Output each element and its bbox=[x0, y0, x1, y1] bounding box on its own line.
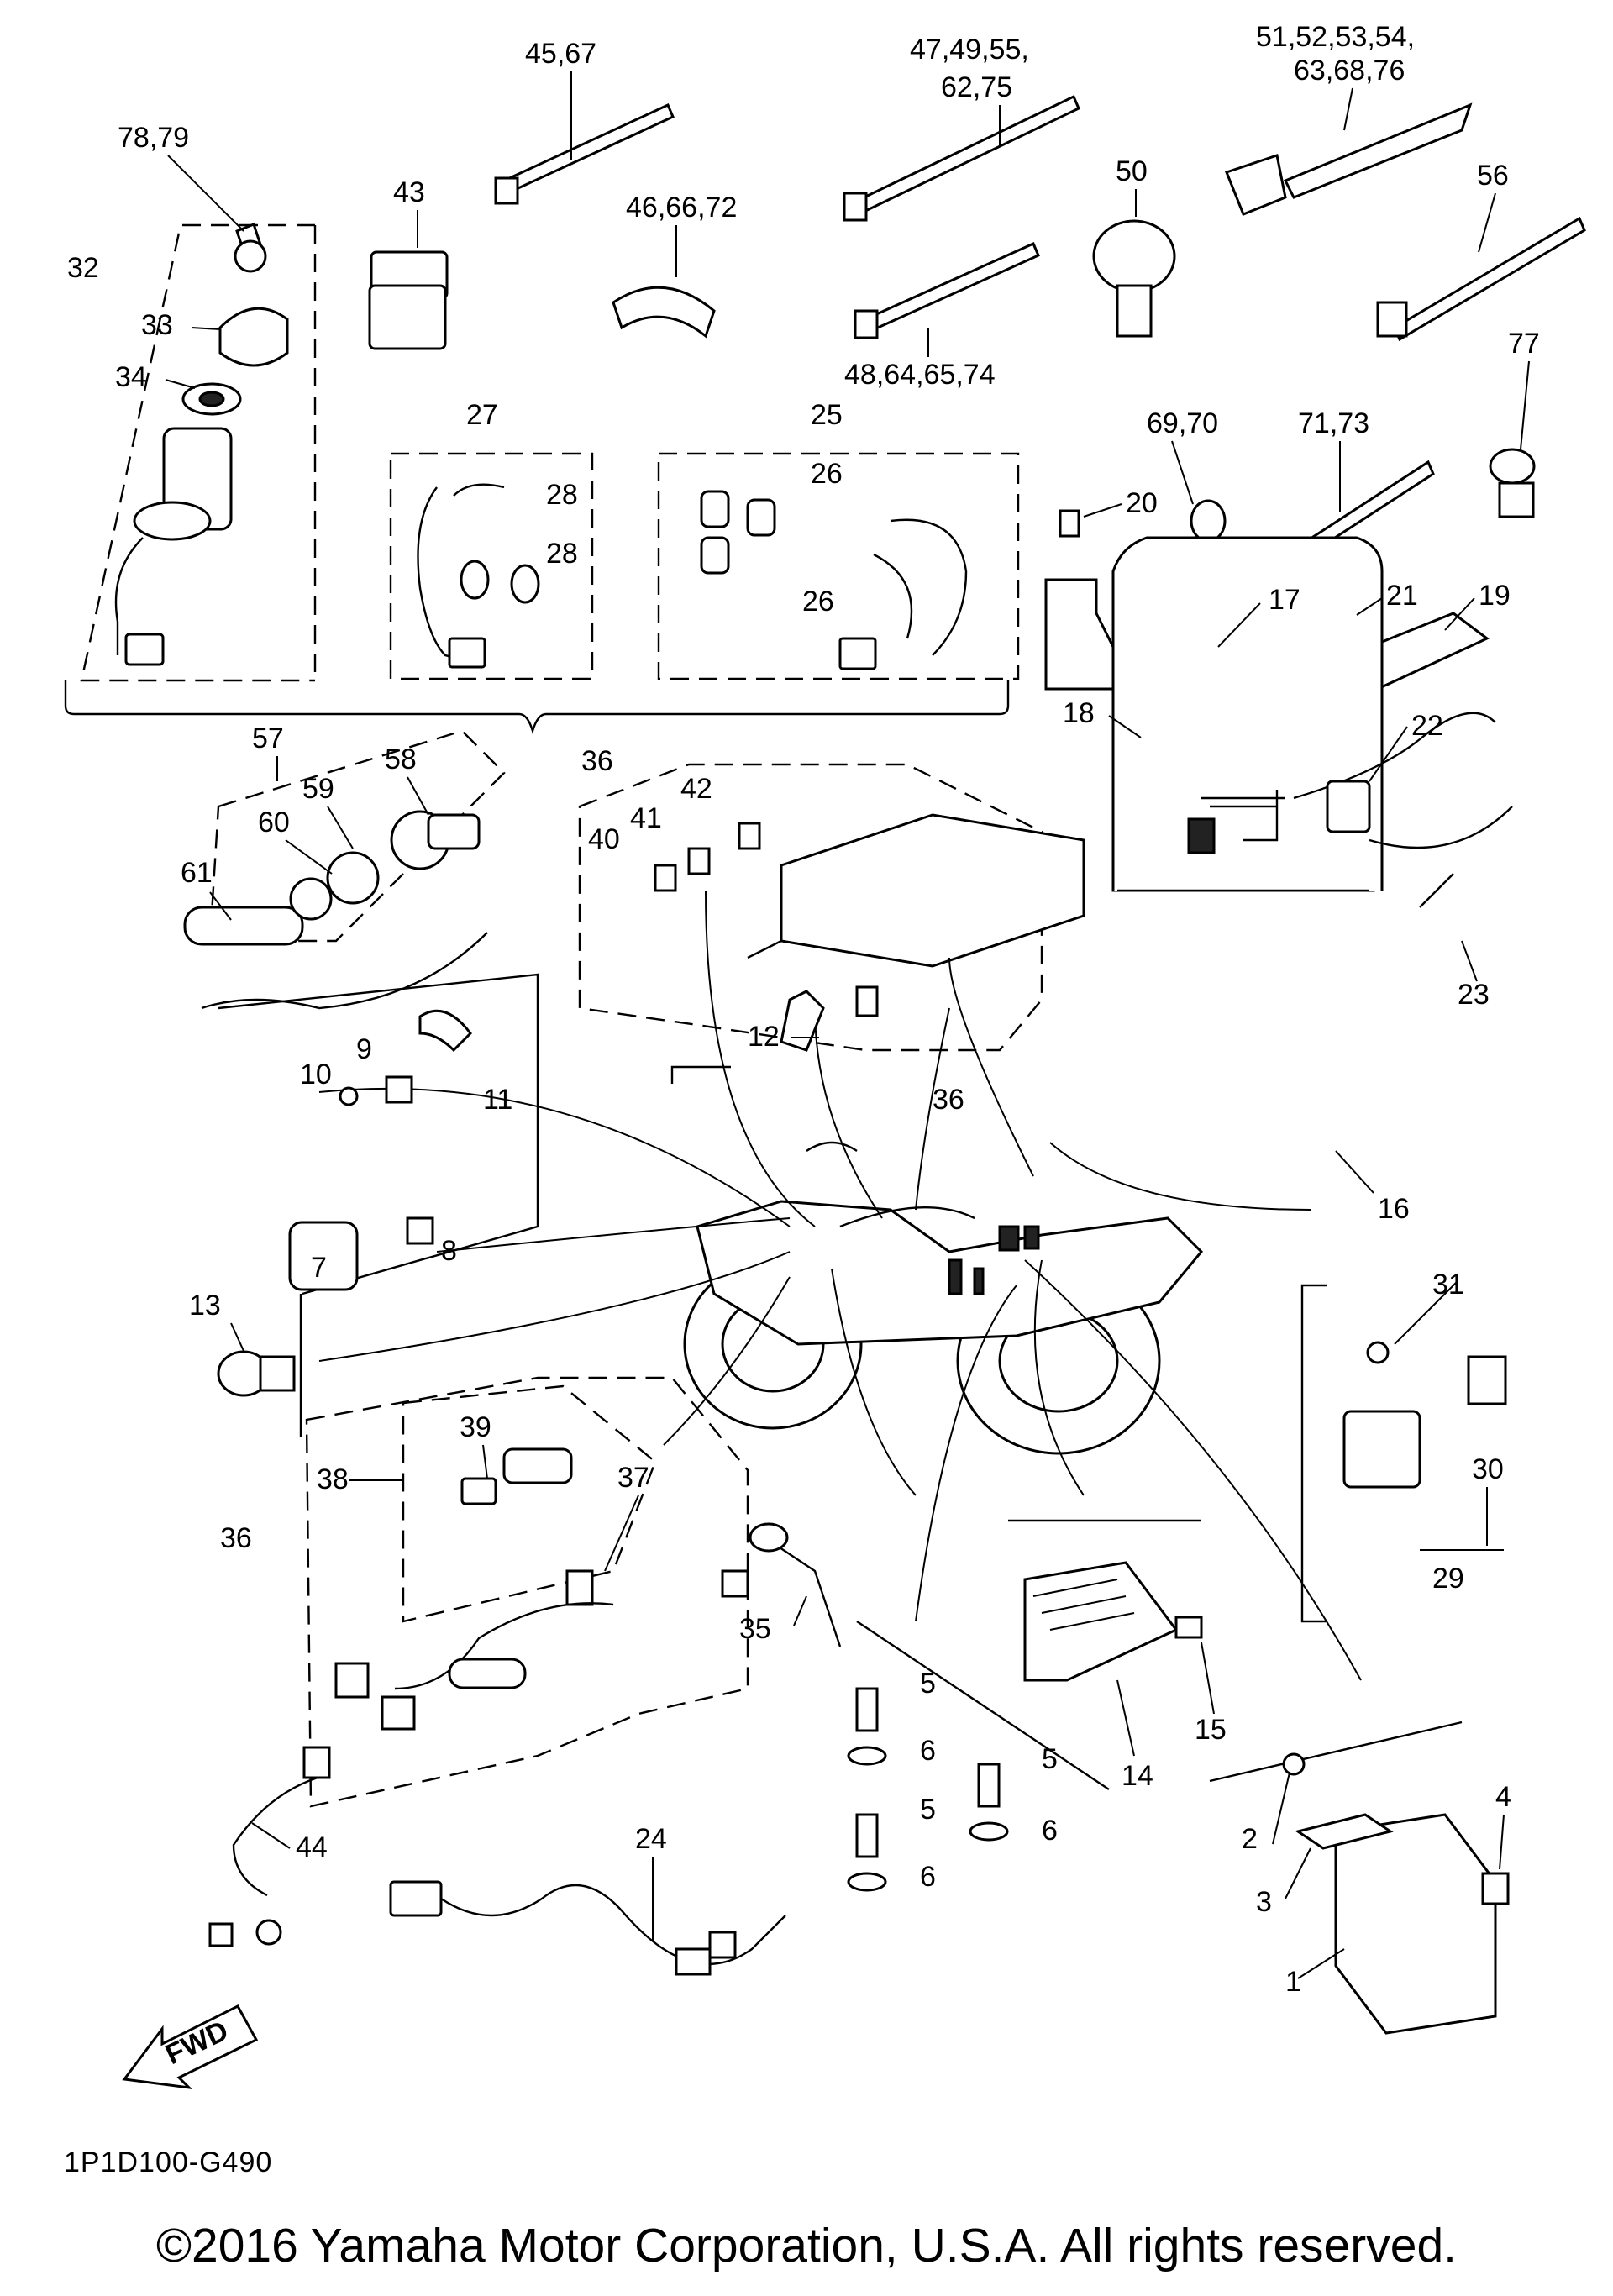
tail-light-harness-group bbox=[389, 452, 594, 680]
spark-plug-group bbox=[670, 985, 879, 1084]
callout-27: 27 bbox=[466, 399, 498, 431]
callout-60: 60 bbox=[258, 806, 290, 838]
callout-36a: 36 bbox=[581, 745, 613, 777]
callout-labels: 1 2 3 4 5 5 5 6 6 6 7 8 9 10 11 12 13 14… bbox=[67, 21, 1540, 1998]
callout-28b: 28 bbox=[546, 538, 578, 570]
callout-28a: 28 bbox=[546, 479, 578, 511]
copyright-notice: ©2016 Yamaha Motor Corporation, U.S.A. A… bbox=[156, 2219, 1457, 2272]
fuse-box-group bbox=[578, 763, 1085, 1052]
callout-57: 57 bbox=[252, 722, 284, 754]
callout-31: 31 bbox=[1432, 1269, 1464, 1300]
callout-5c: 5 bbox=[920, 1794, 936, 1826]
callout-26b: 26 bbox=[802, 586, 834, 617]
callout-39: 39 bbox=[460, 1411, 491, 1443]
callout-18: 18 bbox=[1063, 697, 1095, 729]
callout-41: 41 bbox=[630, 802, 662, 834]
callout-45-67: 45,67 bbox=[525, 38, 596, 70]
callout-51-52-53-54: 51,52,53,54, bbox=[1256, 21, 1415, 53]
callout-58: 58 bbox=[385, 743, 417, 775]
callout-63-68-76: 63,68,76 bbox=[1294, 55, 1405, 87]
callout-30: 30 bbox=[1472, 1453, 1504, 1485]
callout-40: 40 bbox=[588, 823, 620, 855]
callout-5a: 5 bbox=[920, 1668, 936, 1700]
callout-61: 61 bbox=[181, 857, 213, 889]
callout-17: 17 bbox=[1269, 584, 1300, 616]
callout-46-66-72: 46,66,72 bbox=[626, 192, 737, 223]
callout-71-73: 71,73 bbox=[1298, 407, 1369, 439]
ignition-coil-group bbox=[218, 973, 539, 1295]
callout-13: 13 bbox=[189, 1290, 221, 1321]
callout-5b: 5 bbox=[1042, 1743, 1058, 1775]
callout-6a: 6 bbox=[920, 1735, 936, 1767]
callout-2: 2 bbox=[1242, 1823, 1258, 1855]
callout-6b: 6 bbox=[1042, 1815, 1058, 1847]
headlight-harness-group bbox=[657, 452, 1020, 680]
callout-19: 19 bbox=[1479, 580, 1511, 612]
callout-24: 24 bbox=[635, 1823, 667, 1855]
accessory-socket-group bbox=[183, 729, 506, 946]
callout-29: 29 bbox=[1432, 1563, 1464, 1595]
callout-69-70: 69,70 bbox=[1147, 407, 1218, 439]
starter-relay-group bbox=[1300, 1284, 1507, 1623]
callout-26a: 26 bbox=[811, 458, 843, 490]
callout-62-75: 62,75 bbox=[941, 71, 1012, 103]
callout-22: 22 bbox=[1411, 710, 1443, 742]
label-leaders bbox=[165, 71, 1530, 1979]
callout-47-49-55: 47,49,55, bbox=[910, 34, 1029, 66]
callout-44: 44 bbox=[296, 1831, 328, 1863]
callout-59: 59 bbox=[302, 773, 334, 805]
callout-50: 50 bbox=[1116, 155, 1148, 187]
bolt-washer-group bbox=[847, 1621, 1110, 1892]
callout-6c: 6 bbox=[920, 1861, 936, 1893]
callout-33: 33 bbox=[141, 309, 173, 341]
callout-12: 12 bbox=[748, 1021, 780, 1053]
callout-32: 32 bbox=[67, 252, 99, 284]
callout-36c: 36 bbox=[220, 1522, 252, 1554]
callout-20: 20 bbox=[1126, 487, 1158, 519]
callout-3: 3 bbox=[1256, 1886, 1272, 1918]
callout-21: 21 bbox=[1386, 580, 1418, 612]
sensor-13-group bbox=[217, 1294, 302, 1437]
callout-8: 8 bbox=[441, 1235, 457, 1267]
callout-16: 16 bbox=[1378, 1193, 1410, 1225]
callout-48-64-65-74: 48,64,65,74 bbox=[844, 359, 996, 391]
callout-35: 35 bbox=[739, 1613, 771, 1645]
callout-25: 25 bbox=[811, 399, 843, 431]
cdi-unit-group bbox=[1209, 1721, 1510, 2035]
forward-arrow-icon: FWD bbox=[122, 2004, 259, 2090]
callout-9: 9 bbox=[356, 1033, 372, 1065]
main-switch-group bbox=[80, 223, 317, 682]
diagram-code: 1P1D100-G490 bbox=[64, 2146, 273, 2178]
battery-group bbox=[1111, 536, 1513, 908]
rectifier-group bbox=[1008, 1519, 1203, 1682]
sub-harness-group bbox=[208, 1746, 786, 1976]
callout-43: 43 bbox=[393, 176, 425, 208]
callout-34: 34 bbox=[115, 361, 147, 393]
callout-11: 11 bbox=[483, 1084, 512, 1116]
callout-4: 4 bbox=[1495, 1781, 1511, 1813]
callout-23: 23 bbox=[1458, 979, 1490, 1011]
atv-vehicle bbox=[683, 1141, 1204, 1455]
callout-7: 7 bbox=[311, 1252, 327, 1284]
callout-56: 56 bbox=[1477, 160, 1509, 192]
callout-38: 38 bbox=[317, 1463, 349, 1495]
callout-36b: 36 bbox=[933, 1084, 964, 1116]
wire-harness-group bbox=[305, 1376, 749, 1808]
callout-77: 77 bbox=[1508, 328, 1540, 360]
callout-10: 10 bbox=[300, 1059, 332, 1090]
callout-42: 42 bbox=[680, 773, 712, 805]
callout-78-79: 78,79 bbox=[118, 122, 189, 154]
callout-15: 15 bbox=[1195, 1714, 1227, 1746]
switch-35-group bbox=[721, 1522, 842, 1647]
callout-1: 1 bbox=[1285, 1966, 1301, 1998]
callout-37: 37 bbox=[617, 1462, 649, 1494]
callout-14: 14 bbox=[1122, 1760, 1153, 1792]
